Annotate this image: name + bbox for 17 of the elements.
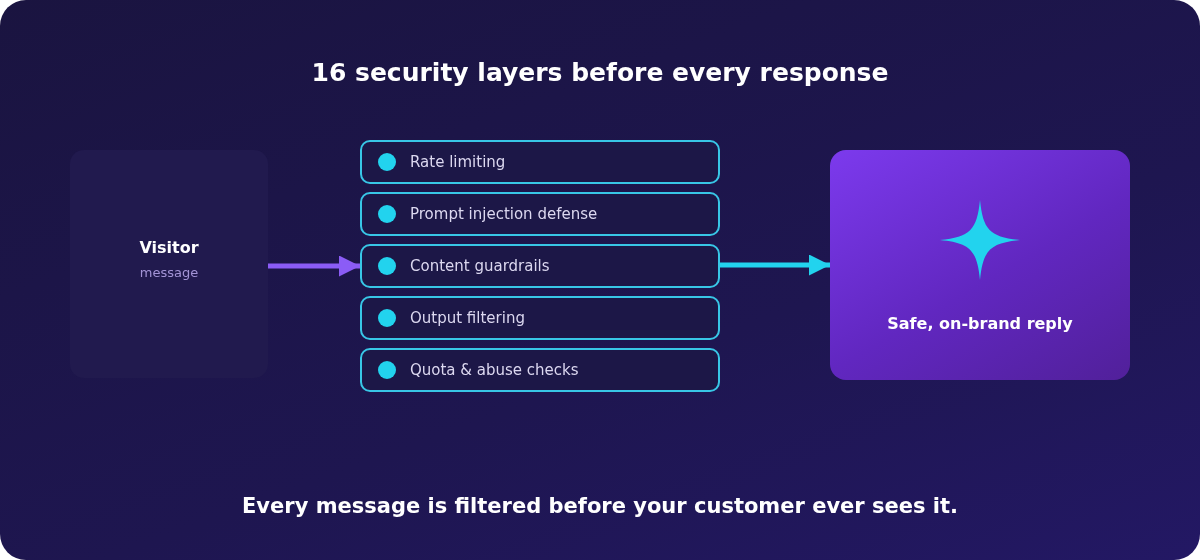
- title: 16 security layers before every response: [310, 58, 890, 87]
- node-title: Visitor: [139, 238, 199, 257]
- layer-box: [360, 348, 720, 392]
- layer-label: Rate limiting: [410, 153, 506, 171]
- layer-box: [360, 140, 720, 184]
- layer-label: Prompt injection defense: [410, 205, 598, 223]
- layer-box: [360, 296, 720, 340]
- node-title: Safe, on-brand reply: [887, 314, 1073, 333]
- node-subtitle: message: [139, 265, 199, 280]
- layer-label: Content guardrails: [410, 257, 550, 275]
- reply-card: [830, 150, 1130, 380]
- layer-box: [360, 192, 720, 236]
- layer-label: Quota & abuse checks: [410, 361, 579, 379]
- caption: Every message is filtered before your customer ever sees it.: [241, 494, 959, 518]
- layer-box: [360, 244, 720, 288]
- layer-label: Output filtering: [410, 309, 525, 327]
- visitor-card: [70, 150, 268, 378]
